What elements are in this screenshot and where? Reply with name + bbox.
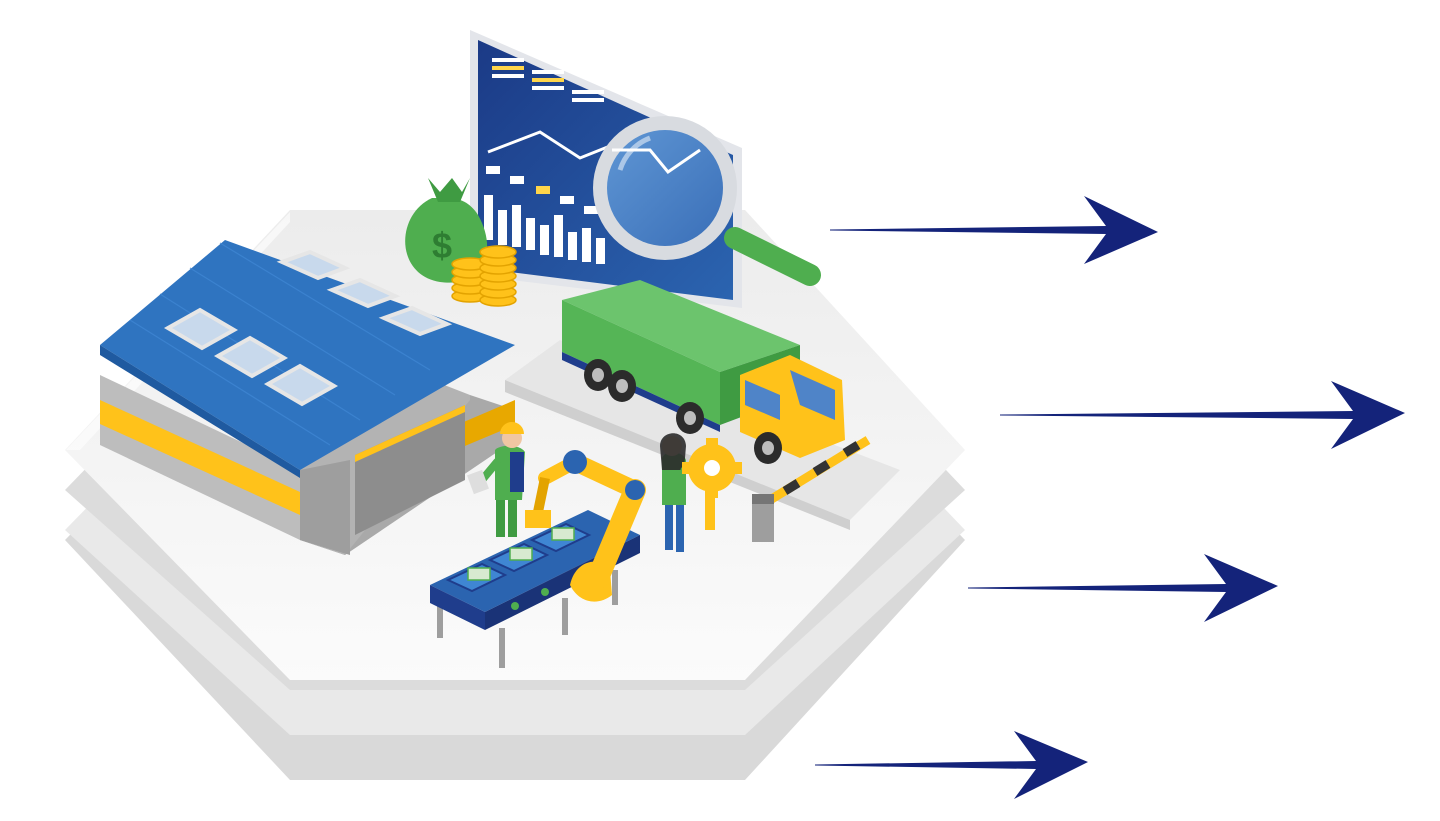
gear-icon — [682, 438, 742, 530]
woman-with-gear — [660, 433, 742, 552]
screen-bar-chart-icon — [484, 195, 605, 264]
magnifying-glass-icon — [593, 116, 821, 286]
cash-bundle-icons — [467, 527, 575, 581]
svg-text:$: $ — [432, 225, 452, 266]
screen-tiles-icon — [486, 166, 598, 214]
barrier-gate — [752, 436, 871, 542]
coin-stack-icon — [451, 245, 517, 307]
arrow-right-icon — [1000, 381, 1405, 449]
screen-header-bars-icon — [492, 58, 604, 102]
robotic-arm — [525, 450, 646, 602]
skylight-icons — [163, 249, 453, 407]
arrow-right-icon — [830, 196, 1158, 264]
arrow-right-icon — [968, 554, 1278, 622]
conveyor-belt — [430, 510, 640, 668]
warehouse-door — [355, 405, 465, 535]
arrow-right-icon — [815, 731, 1088, 799]
warehouse-roof — [100, 240, 515, 470]
factory-worker — [467, 422, 525, 537]
warehouse — [100, 240, 515, 555]
arrows-group — [815, 196, 1405, 799]
cargo-truck — [562, 280, 845, 464]
